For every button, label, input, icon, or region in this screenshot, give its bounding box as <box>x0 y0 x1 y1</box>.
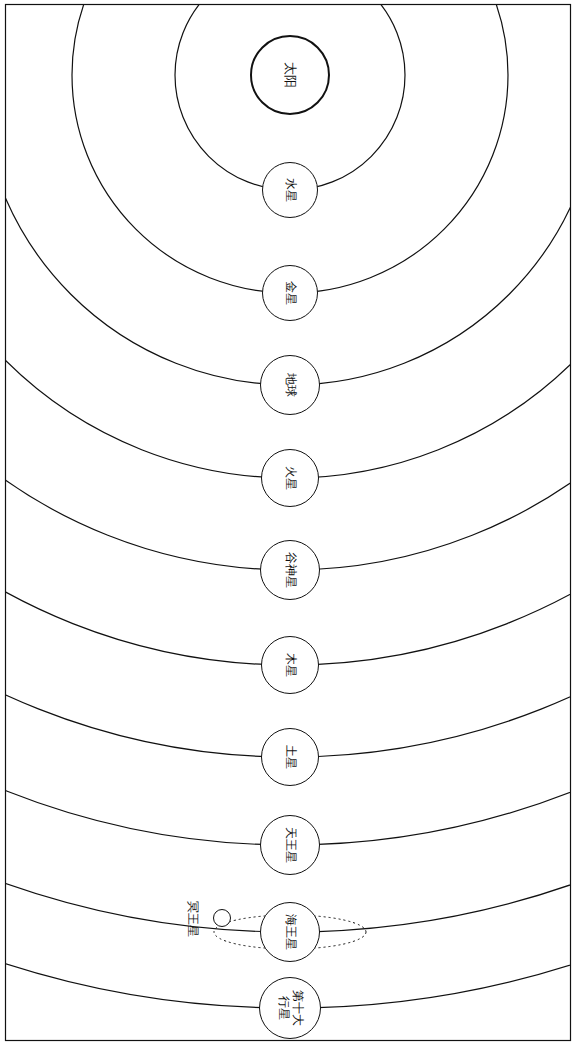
planet-circle: 第十大行星 <box>259 977 321 1039</box>
planet-name: 地球 <box>283 373 297 397</box>
planet-label: 冥王星 <box>187 901 199 937</box>
orbit-line <box>6 5 570 385</box>
orbit-line <box>6 5 570 757</box>
orbit-line <box>6 5 570 665</box>
planet-circle: 冥王星 <box>213 909 231 927</box>
orbit-lines <box>6 5 570 1008</box>
sun-circle: 太阳 <box>250 35 330 115</box>
planet-circle: 海王星 <box>260 902 320 962</box>
orbit-line <box>6 5 570 1008</box>
page-frame <box>6 5 571 1041</box>
orbit-line <box>6 5 570 845</box>
planet-circle: 火星 <box>261 449 319 507</box>
orbit-line <box>6 5 570 570</box>
planet-circle: 地球 <box>260 355 320 415</box>
planet-name: 谷神星 <box>283 552 297 588</box>
orbit-line <box>6 5 570 932</box>
orbit-line <box>6 5 570 478</box>
planet-circle: 天王星 <box>260 815 320 875</box>
planet-circle: 金星 <box>262 265 318 321</box>
planet-name: 土星 <box>283 745 297 769</box>
planet-circle: 木星 <box>261 636 319 694</box>
planet-name: 金星 <box>283 281 297 305</box>
planet-name: 第十大行星 <box>276 990 304 1026</box>
planet-name: 木星 <box>283 653 297 677</box>
planet-circle: 水星 <box>262 162 318 218</box>
orbit-line <box>72 5 508 293</box>
planet-name: 海王星 <box>283 914 297 950</box>
planet-circle: 谷神星 <box>260 540 320 600</box>
planet-name: 天王星 <box>283 827 297 863</box>
planet-name: 太阳 <box>283 62 298 88</box>
planet-name: 水星 <box>283 178 297 202</box>
planet-circle: 土星 <box>261 728 319 786</box>
planet-name: 火星 <box>283 466 297 490</box>
